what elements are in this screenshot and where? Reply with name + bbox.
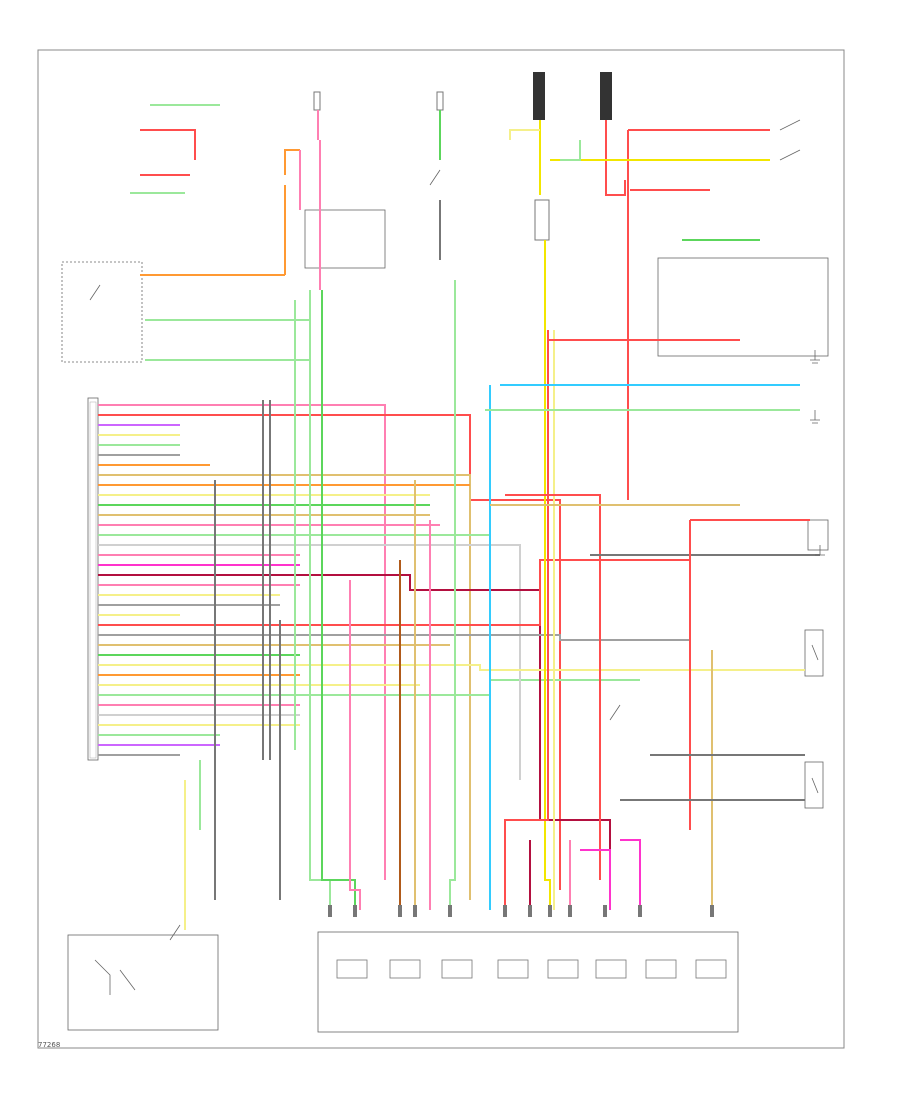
wire [98, 544, 521, 780]
wire [580, 849, 611, 910]
solenoid-icon [645, 959, 677, 979]
wire [98, 664, 805, 671]
connector-icon [548, 905, 552, 917]
connector-icon [528, 905, 532, 917]
sensor-icon [811, 644, 819, 794]
wire [509, 129, 540, 140]
connector-icon [568, 905, 572, 917]
switch-right [807, 519, 829, 551]
solenoid-icon [695, 959, 727, 979]
wire [560, 140, 581, 161]
wire [544, 240, 551, 910]
fuse-icon [600, 72, 612, 120]
switch-icons [89, 119, 825, 995]
solenoid-icon [595, 959, 627, 979]
wire [98, 534, 640, 681]
fuse-group-top [313, 72, 612, 241]
fuse-icon [534, 199, 550, 241]
ground-icon [810, 350, 820, 364]
wire [98, 559, 690, 626]
wire [620, 839, 641, 910]
wire [449, 280, 456, 910]
tr-sensor-box [67, 934, 219, 1031]
solenoid-icon [389, 959, 421, 979]
switch-icon [169, 924, 181, 941]
wire [504, 330, 549, 910]
wire [505, 494, 601, 880]
switch-icon [89, 284, 101, 301]
wire [98, 474, 471, 900]
solenoid-icon [497, 959, 529, 979]
connector-icon [353, 905, 357, 917]
pcm-relay-box [657, 257, 829, 357]
wire [98, 634, 690, 641]
solenoid-icon [547, 959, 579, 979]
instrument-cluster-box [304, 209, 386, 269]
connector-icon [503, 905, 507, 917]
solenoid-icon [441, 959, 473, 979]
wire [605, 120, 626, 196]
ground-icon [810, 410, 820, 424]
top-left-wires [130, 104, 310, 361]
wire [309, 290, 331, 910]
sensor-right-1 [804, 629, 824, 677]
diagram-border [37, 49, 845, 1049]
fuse-icon [436, 91, 444, 111]
wire [98, 574, 611, 880]
ground-icon [815, 545, 825, 556]
wire [321, 290, 356, 910]
switch-icon [429, 169, 441, 186]
connector-icon [448, 905, 452, 917]
connector-icon [638, 905, 642, 917]
component-boxes [61, 209, 829, 1033]
tcm-pins [89, 401, 97, 759]
wire [349, 580, 361, 910]
fuse-icon [313, 91, 321, 111]
wire [284, 149, 300, 175]
connector-icon [328, 905, 332, 917]
wire [140, 129, 196, 160]
figure-code: 77268 [38, 1041, 61, 1049]
switch-icon [94, 959, 136, 995]
connector-icon [398, 905, 402, 917]
wire [98, 404, 386, 880]
switch-icon [779, 149, 801, 161]
switch-icon [609, 704, 621, 721]
connector-icon [710, 905, 714, 917]
tcm-harness-wires [98, 404, 805, 900]
vertical-wires [184, 110, 820, 930]
tcm-connector-box [87, 397, 99, 761]
cluster-left-box [61, 261, 143, 363]
connector-icon [603, 905, 607, 917]
connector-icon [413, 905, 417, 917]
fuse-icon [533, 72, 545, 120]
solenoid-icon [336, 959, 368, 979]
sensor-right-2 [804, 761, 824, 809]
connector-pins [328, 905, 714, 917]
transmission-solenoids [336, 959, 727, 979]
transmission-box [317, 931, 739, 1033]
switch-icon [779, 119, 801, 131]
